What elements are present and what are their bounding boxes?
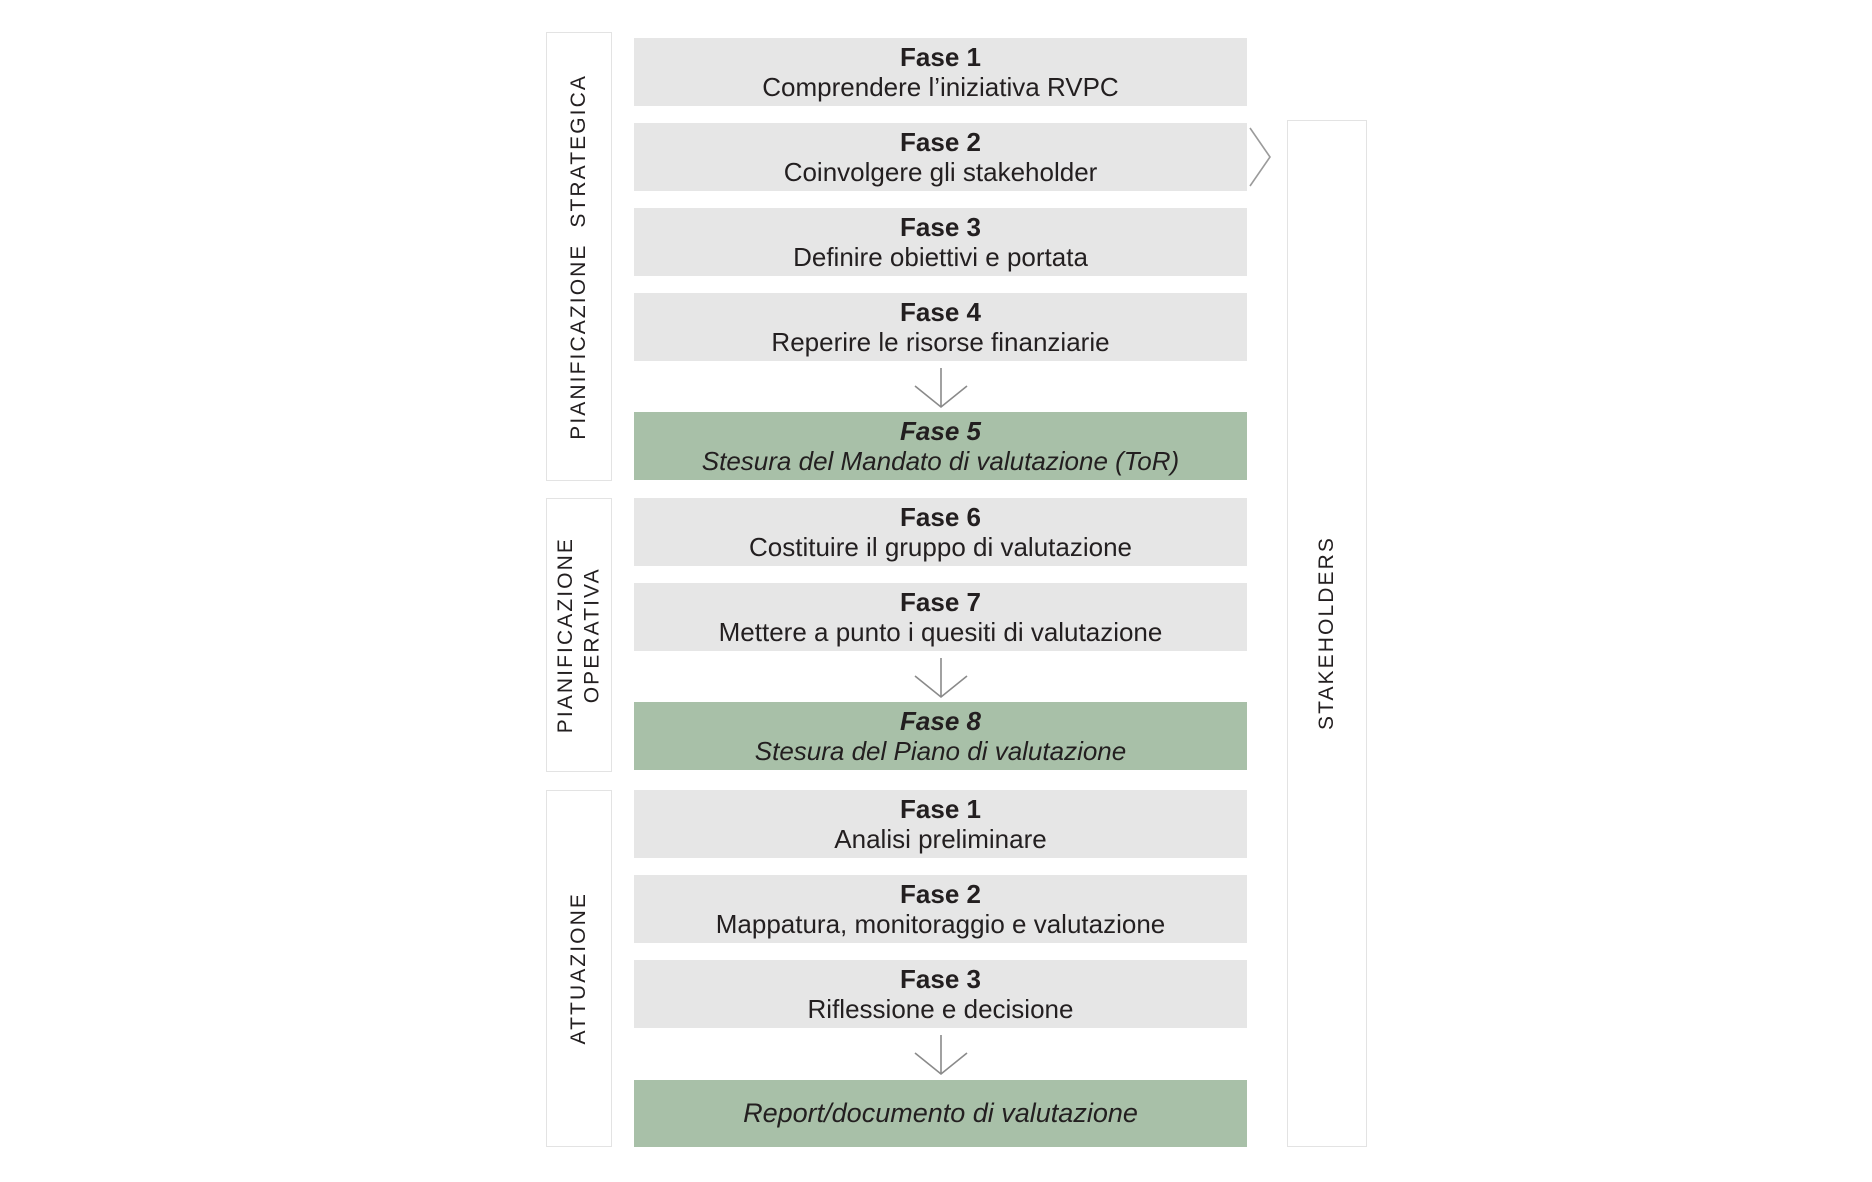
step-box-fase-2-strategica[interactable]: Fase 2 Coinvolgere gli stakeholder xyxy=(634,123,1247,191)
step-title: Fase 4 xyxy=(900,296,981,327)
step-box-fase-1-strategica[interactable]: Fase 1 Comprendere l’iniziativa RVPC xyxy=(634,38,1247,106)
category-label-pianificazione-operativa: PIANIFICAZIONE OPERATIVA xyxy=(546,498,612,772)
step-box-fase-7-operativa[interactable]: Fase 7 Mettere a punto i quesiti di valu… xyxy=(634,583,1247,651)
category-label-pianificazione-strategica: PIANIFICAZIONE STRATEGICA xyxy=(546,32,612,481)
step-subtitle: Stesura del Piano di valutazione xyxy=(754,736,1127,766)
step-title: Fase 6 xyxy=(900,501,981,532)
chevron-right-icon xyxy=(1249,127,1271,187)
stakeholders-label: STAKEHOLDERS xyxy=(1315,536,1338,731)
step-title: Fase 2 xyxy=(900,878,981,909)
step-box-fase-1-attuazione[interactable]: Fase 1 Analisi preliminare xyxy=(634,790,1247,858)
step-subtitle: Reperire le risorse finanziarie xyxy=(771,327,1110,357)
down-arrow-icon xyxy=(914,368,968,409)
step-subtitle: Mettere a punto i quesiti di valutazione xyxy=(718,617,1163,647)
step-box-fase-6-operativa[interactable]: Fase 6 Costituire il gruppo di valutazio… xyxy=(634,498,1247,566)
step-title: Fase 5 xyxy=(900,415,981,446)
category-label-text: PIANIFICAZIONE STRATEGICA xyxy=(566,73,590,440)
step-subtitle: Report/documento di valutazione xyxy=(743,1097,1138,1128)
step-subtitle: Analisi preliminare xyxy=(834,824,1047,854)
step-subtitle: Coinvolgere gli stakeholder xyxy=(783,157,1098,187)
step-title: Fase 1 xyxy=(900,793,981,824)
step-title: Fase 2 xyxy=(900,126,981,157)
category-label-text: PIANIFICAZIONE OPERATIVA xyxy=(553,536,603,734)
down-arrow-icon xyxy=(914,658,968,699)
step-box-fase-4-strategica[interactable]: Fase 4 Reperire le risorse finanziarie xyxy=(634,293,1247,361)
category-label-attuazione: ATTUAZIONE xyxy=(546,790,612,1147)
step-subtitle: Definire obiettivi e portata xyxy=(793,242,1088,272)
step-box-report-attuazione[interactable]: Report/documento di valutazione xyxy=(634,1080,1247,1147)
step-subtitle: Riflessione e decisione xyxy=(807,994,1074,1024)
step-title: Fase 7 xyxy=(900,586,981,617)
stakeholders-panel: STAKEHOLDERS xyxy=(1287,120,1367,1147)
step-box-fase-2-attuazione[interactable]: Fase 2 Mappatura, monitoraggio e valutaz… xyxy=(634,875,1247,943)
down-arrow-icon xyxy=(914,1035,968,1076)
step-subtitle: Mappatura, monitoraggio e valutazione xyxy=(715,909,1166,939)
step-title: Fase 8 xyxy=(900,705,981,736)
step-subtitle: Stesura del Mandato di valutazione (ToR) xyxy=(701,446,1180,476)
step-box-fase-3-attuazione[interactable]: Fase 3 Riflessione e decisione xyxy=(634,960,1247,1028)
step-title: Fase 3 xyxy=(900,211,981,242)
step-title: Fase 1 xyxy=(900,41,981,72)
step-subtitle: Comprendere l’iniziativa RVPC xyxy=(762,72,1119,102)
step-box-fase-3-strategica[interactable]: Fase 3 Definire obiettivi e portata xyxy=(634,208,1247,276)
category-label-text: ATTUAZIONE xyxy=(566,892,590,1045)
step-title: Fase 3 xyxy=(900,963,981,994)
step-subtitle: Costituire il gruppo di valutazione xyxy=(749,532,1132,562)
step-box-fase-8-operativa[interactable]: Fase 8 Stesura del Piano di valutazione xyxy=(634,702,1247,770)
step-box-fase-5-strategica[interactable]: Fase 5 Stesura del Mandato di valutazion… xyxy=(634,412,1247,480)
